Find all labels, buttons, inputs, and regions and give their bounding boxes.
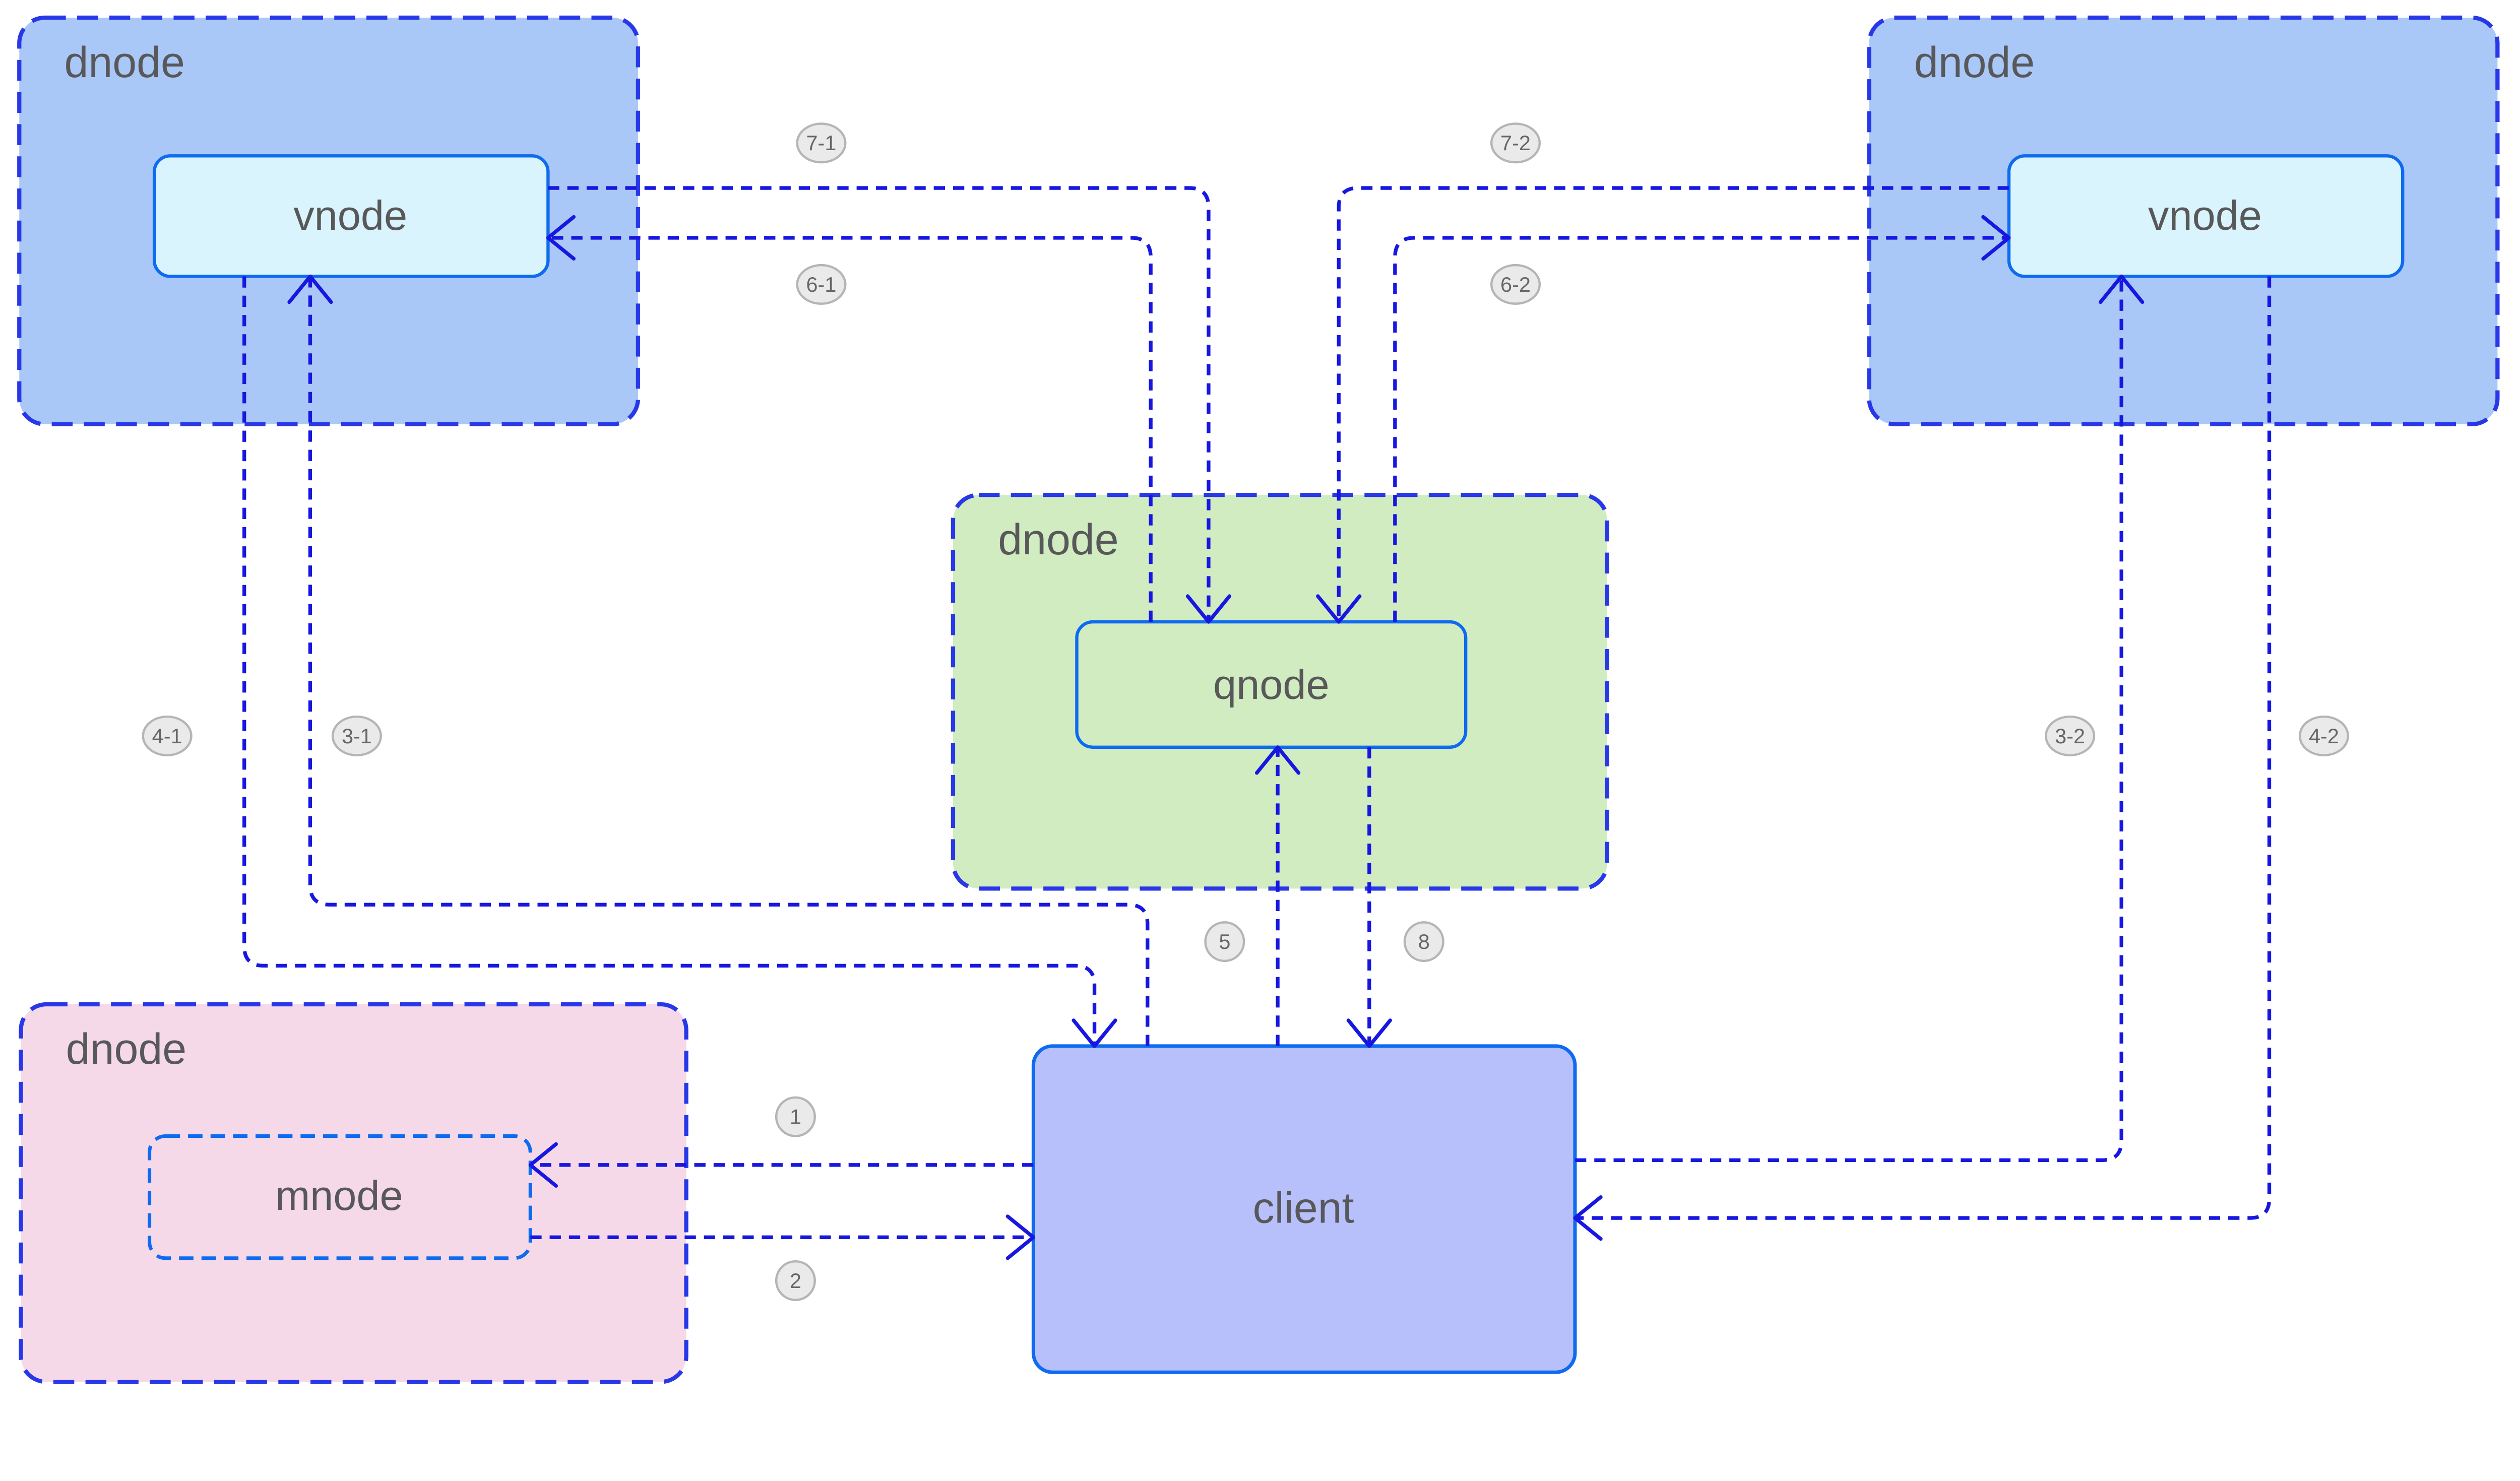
dnode-top-right-label: dnode bbox=[1914, 38, 2035, 87]
edge-label-8: 8 bbox=[1403, 921, 1444, 962]
edge-label-3-1-text: 3-1 bbox=[342, 724, 372, 748]
edge-label-6-2-ellipse bbox=[1490, 264, 1541, 305]
qnode-box bbox=[1075, 620, 1468, 749]
mnode-label: mnode bbox=[275, 1172, 403, 1219]
edge-label-7-1-ellipse bbox=[796, 122, 847, 164]
edge-6-1-line bbox=[548, 236, 1153, 622]
edge-2 bbox=[530, 1214, 1036, 1260]
edge-8 bbox=[1346, 747, 1392, 1048]
client-node: client bbox=[1031, 1044, 1577, 1374]
edge-label-7-2: 7-2 bbox=[1490, 122, 1541, 164]
edge-4-1-arrowhead bbox=[1072, 1018, 1117, 1048]
edge-label-3-2-text: 3-2 bbox=[2055, 724, 2085, 748]
edge-4-2 bbox=[1573, 276, 2272, 1241]
edge-8-arrowhead bbox=[1346, 1018, 1392, 1048]
edge-7-1-line bbox=[548, 186, 1211, 622]
edge-label-3-2-ellipse bbox=[2045, 715, 2096, 756]
edge-7-1-arrowhead bbox=[1185, 594, 1232, 624]
edge-7-2-arrowhead bbox=[1316, 594, 1362, 624]
edge-label-4-2: 4-2 bbox=[2298, 715, 2350, 756]
diagram-stage: dnode vnode dnode vnode dnode qnode dnod… bbox=[17, 15, 2500, 1384]
edge-label-7-1: 7-1 bbox=[796, 122, 847, 164]
edge-label-6-2: 6-2 bbox=[1490, 264, 1541, 305]
edge-label-1-ellipse bbox=[775, 1096, 816, 1137]
vnode-right-label: vnode bbox=[2148, 192, 2262, 239]
edge-5 bbox=[1254, 745, 1301, 1046]
vnode-right-box bbox=[2007, 154, 2405, 278]
edge-label-7-2-text: 7-2 bbox=[1500, 131, 1531, 155]
edge-label-2-text: 2 bbox=[790, 1269, 801, 1293]
edge-6-1-arrowhead bbox=[546, 215, 576, 261]
edge-label-2: 2 bbox=[775, 1260, 816, 1301]
mnode-box bbox=[148, 1134, 532, 1260]
vnode-left-label: vnode bbox=[293, 192, 407, 239]
edge-7-1 bbox=[548, 186, 1232, 624]
client-label: client bbox=[1253, 1184, 1354, 1233]
edge-label-6-1-ellipse bbox=[796, 264, 847, 305]
edge-label-7-1-text: 7-1 bbox=[806, 131, 837, 155]
edge-6-2-arrowhead bbox=[1981, 215, 2011, 261]
edge-3-1 bbox=[287, 274, 1150, 1046]
edge-1-arrowhead bbox=[528, 1142, 558, 1188]
edge-4-2-arrowhead bbox=[1573, 1195, 1603, 1241]
edge-label-4-1: 4-1 bbox=[142, 715, 193, 756]
edge-1 bbox=[528, 1142, 1034, 1188]
dnode-container-middle: dnode qnode bbox=[951, 492, 1609, 891]
edge-label-1-text: 1 bbox=[790, 1105, 801, 1129]
edge-label-6-1: 6-1 bbox=[796, 264, 847, 305]
dnode-container-top-left: dnode vnode bbox=[17, 15, 641, 426]
edge-label-5: 5 bbox=[1204, 921, 1245, 962]
dnode-container-bottom-left: dnode mnode bbox=[19, 1002, 688, 1384]
edge-label-2-ellipse bbox=[775, 1260, 816, 1301]
edge-label-1: 1 bbox=[775, 1096, 816, 1137]
edge-4-2-line bbox=[1574, 276, 2272, 1220]
edge-label-6-1-text: 6-1 bbox=[806, 273, 837, 296]
edge-label-3-1-ellipse bbox=[331, 715, 382, 756]
edge-4-1-line bbox=[242, 276, 1097, 1046]
edge-label-8-ellipse bbox=[1403, 921, 1444, 962]
edge-label-5-ellipse bbox=[1204, 921, 1245, 962]
edge-label-3-2: 3-2 bbox=[2045, 715, 2096, 756]
dnode-middle-label: dnode bbox=[998, 516, 1118, 564]
client-box bbox=[1031, 1044, 1577, 1374]
edge-3-2-line bbox=[1574, 276, 2123, 1162]
edge-6-2 bbox=[1393, 215, 2011, 622]
edge-7-2-line bbox=[1337, 186, 2009, 622]
dnode-container-top-right: dnode vnode bbox=[1867, 15, 2500, 426]
edge-label-3-1: 3-1 bbox=[331, 715, 382, 756]
edge-label-4-1-text: 4-1 bbox=[152, 724, 182, 748]
edge-3-1-arrowhead bbox=[287, 274, 333, 304]
edge-5-arrowhead bbox=[1254, 745, 1301, 775]
edge-6-1 bbox=[546, 215, 1153, 622]
edge-4-1 bbox=[242, 276, 1117, 1048]
edge-label-6-2-text: 6-2 bbox=[1500, 273, 1531, 296]
edge-6-2-line bbox=[1393, 236, 2009, 622]
architecture-diagram: dnode vnode dnode vnode dnode qnode dnod… bbox=[17, 15, 2500, 1384]
dnode-bottom-left-label: dnode bbox=[66, 1025, 186, 1073]
edge-label-4-2-text: 4-2 bbox=[2309, 724, 2339, 748]
edge-label-8-text: 8 bbox=[1418, 930, 1430, 953]
edge-label-5-text: 5 bbox=[1219, 930, 1230, 953]
edge-3-1-line bbox=[308, 276, 1150, 1046]
edge-label-7-2-ellipse bbox=[1490, 122, 1541, 164]
dnode-top-left-label: dnode bbox=[65, 38, 185, 87]
edge-3-2 bbox=[1574, 274, 2145, 1162]
qnode-label: qnode bbox=[1213, 661, 1330, 708]
edge-7-2 bbox=[1316, 186, 2009, 624]
edge-3-2-arrowhead bbox=[2099, 274, 2145, 304]
vnode-left-box bbox=[152, 154, 550, 278]
edge-2-arrowhead bbox=[1005, 1214, 1036, 1260]
edge-label-4-1-ellipse bbox=[142, 715, 193, 756]
edge-label-4-2-ellipse bbox=[2298, 715, 2350, 756]
